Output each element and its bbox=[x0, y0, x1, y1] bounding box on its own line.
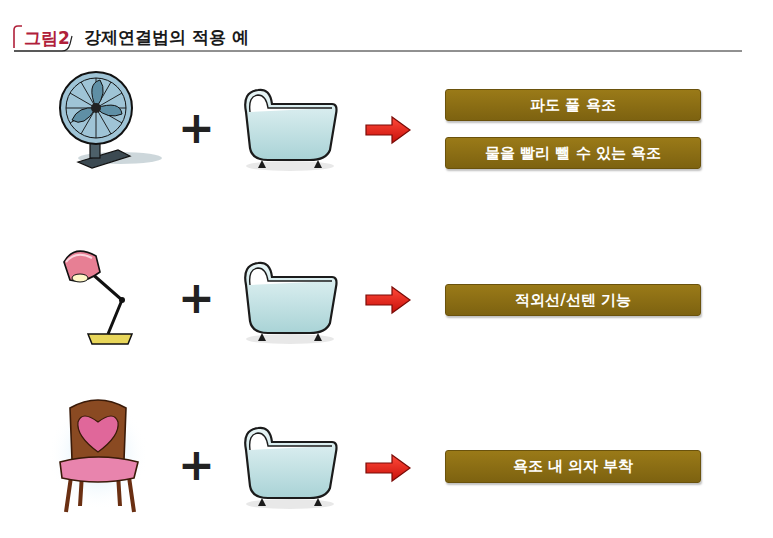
result-text: 욕조 내 의자 부착 bbox=[503, 457, 644, 476]
result-box: 적외선/선텐 기능 bbox=[445, 284, 701, 316]
plus-sign: + bbox=[178, 276, 215, 320]
bathtub-icon bbox=[245, 263, 336, 344]
plus-sign: + bbox=[178, 443, 215, 487]
fan-icon bbox=[60, 72, 162, 168]
result-box: 욕조 내 의자 부착 bbox=[445, 450, 701, 483]
title: 강제연결법의 적용 예 bbox=[84, 26, 249, 49]
result-text: 파도 풀 욕조 bbox=[520, 96, 625, 115]
result-box: 물을 빨리 뺄 수 있는 욕조 bbox=[445, 137, 701, 169]
red-arrow bbox=[366, 287, 410, 313]
red-arrow bbox=[366, 455, 410, 481]
figure-number: 그림2 bbox=[24, 27, 70, 50]
bathtub-icon bbox=[245, 90, 336, 171]
result-text: 물을 빨리 뺄 수 있는 욕조 bbox=[475, 144, 671, 163]
title-rule bbox=[14, 51, 742, 52]
red-arrow bbox=[366, 117, 410, 143]
result-box: 파도 풀 욕조 bbox=[445, 89, 701, 121]
plus-sign: + bbox=[178, 106, 215, 150]
title-bracket bbox=[14, 26, 22, 48]
lamp-icon bbox=[64, 251, 132, 344]
bathtub-icon bbox=[245, 428, 336, 509]
result-text: 적외선/선텐 기능 bbox=[505, 291, 641, 310]
chair-icon bbox=[48, 399, 148, 512]
